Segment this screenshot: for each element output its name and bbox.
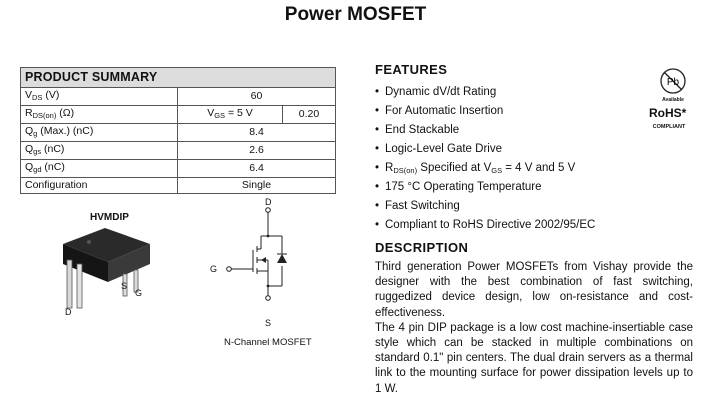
description-paragraph: Third generation Power MOSFETs from Vish… <box>375 261 693 319</box>
list-item: End Stackable <box>375 121 595 140</box>
body-diode-icon <box>277 254 287 263</box>
drain-terminal <box>265 207 271 213</box>
rohs-label: RoHS* <box>649 106 687 120</box>
package-pin-s: S <box>121 281 128 291</box>
channel-arrow-icon <box>261 257 266 263</box>
description-heading: DESCRIPTION <box>375 240 469 255</box>
list-item: 175 °C Operating Temperature <box>375 178 595 197</box>
table-row: Qgs (nC) 2.6 <box>20 141 336 160</box>
package-right-face <box>108 244 150 282</box>
pin1-dot <box>87 240 91 244</box>
page-title: Power MOSFET <box>284 4 427 25</box>
param-qgd: Qgd (nC) <box>20 159 178 178</box>
condition-vgs: VGS = 5 V <box>177 105 283 124</box>
package-left-face <box>63 244 108 282</box>
list-item: RDS(on) Specified at VGS = 4 V and 5 V <box>375 159 595 178</box>
value-configuration: Single <box>177 177 336 194</box>
param-qgs: Qgs (nC) <box>20 141 178 160</box>
value-rdson: 0.20 <box>282 105 336 124</box>
table-row: Qg (Max.) (nC) 8.4 <box>20 123 336 142</box>
features-heading: FEATURES <box>375 62 448 77</box>
source-terminal <box>265 295 271 301</box>
package-pin-g: G <box>135 288 143 298</box>
product-summary-header: PRODUCT SUMMARY <box>20 67 336 88</box>
package-illustration <box>63 228 150 309</box>
source-pin <box>122 273 128 297</box>
schematic-caption: N-Channel MOSFET <box>224 337 312 348</box>
table-row: RDS(on) (Ω) VGS = 5 V 0.20 <box>20 105 336 124</box>
gate-terminal <box>226 266 232 272</box>
drain-pin-left <box>66 259 73 309</box>
list-item: Logic-Level Gate Drive <box>375 140 595 159</box>
list-item: Compliant to RoHS Directive 2002/95/EC <box>375 216 595 235</box>
gate-pin <box>133 269 139 293</box>
table-row: Configuration Single <box>20 177 336 194</box>
param-rdson: RDS(on) (Ω) <box>20 105 178 124</box>
pb-free-logo-icon: Pb <box>660 68 686 94</box>
features-list: Dynamic dV/dt Rating For Automatic Inser… <box>375 83 595 235</box>
pb-text: Pb <box>667 77 680 88</box>
param-qg: Qg (Max.) (nC) <box>20 123 178 142</box>
rohs-available: Available <box>662 97 684 103</box>
list-item: For Automatic Insertion <box>375 102 595 121</box>
value-qg: 8.4 <box>177 123 336 142</box>
schematic-label-d: D <box>265 197 272 207</box>
table-row: VDS (V) 60 <box>20 87 336 106</box>
list-item: Fast Switching <box>375 197 595 216</box>
mosfet-schematic <box>226 207 287 301</box>
product-summary-header-row: PRODUCT SUMMARY <box>20 67 336 88</box>
package-name: HVMDIP <box>90 212 129 223</box>
schematic-label-g: G <box>210 264 218 274</box>
value-qgd: 6.4 <box>177 159 336 178</box>
package-top <box>63 228 150 262</box>
description-body: Third generation Power MOSFETs from Vish… <box>375 260 693 397</box>
package-pin-d: D <box>65 307 72 317</box>
param-vds: VDS (V) <box>20 87 178 106</box>
rohs-compliant: COMPLIANT <box>652 124 686 130</box>
param-configuration: Configuration <box>20 177 178 194</box>
value-vds: 60 <box>177 87 336 106</box>
table-row: Qgd (nC) 6.4 <box>20 159 336 178</box>
schematic-label-s: S <box>265 318 272 328</box>
drain-pin-right <box>76 263 83 309</box>
value-qgs: 2.6 <box>177 141 336 160</box>
list-item: Dynamic dV/dt Rating <box>375 83 595 102</box>
product-summary-table: PRODUCT SUMMARY VDS (V) 60 RDS(on) (Ω) V… <box>20 67 336 194</box>
description-paragraph: The 4 pin DIP package is a low cost mach… <box>375 321 693 395</box>
